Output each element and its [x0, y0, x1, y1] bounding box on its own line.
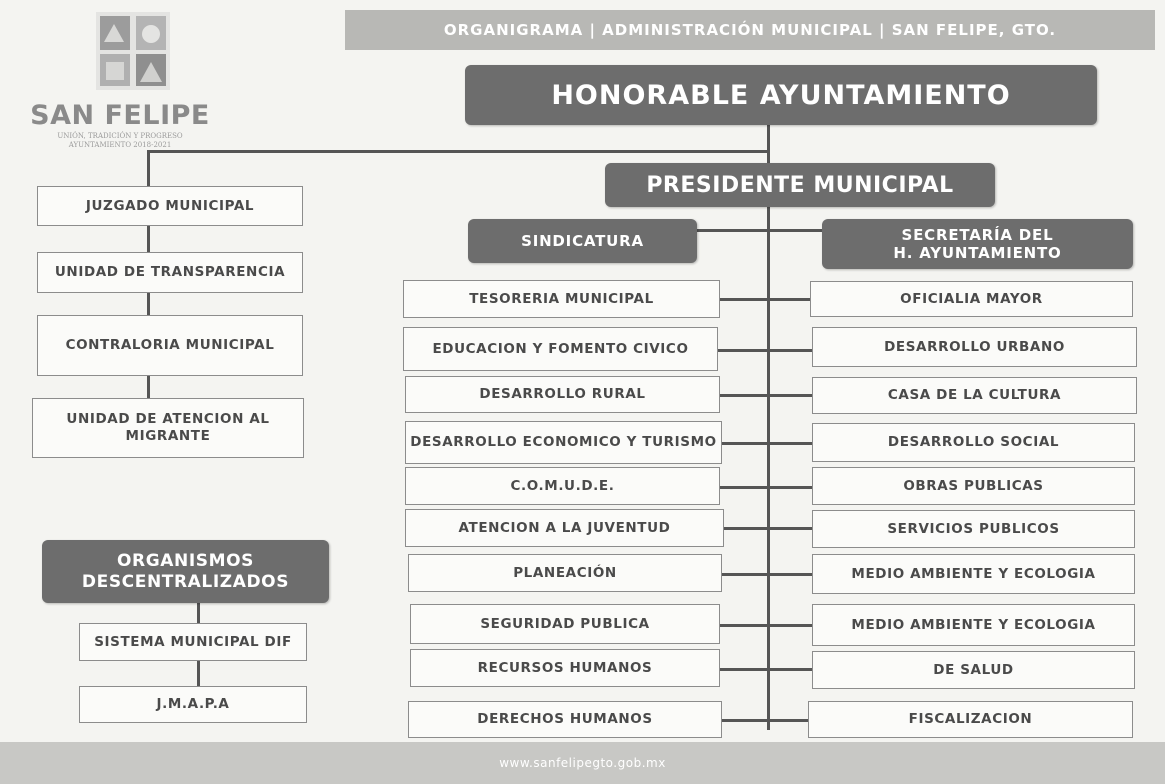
top-horizontal-line [147, 150, 769, 153]
center-unit-label: EDUCACION Y FOMENTO CIVICO [432, 340, 689, 357]
right-unit-box: MEDIO AMBIENTE Y ECOLOGIA [812, 604, 1135, 646]
honorable-ayuntamiento-box: HONORABLE AYUNTAMIENTO [465, 65, 1097, 125]
right-unit-label: CASA DE LA CULTURA [887, 387, 1062, 403]
left-unit-label: UNIDAD DE TRANSPARENCIA [54, 264, 286, 280]
logo-subtitle: UNIÓN, TRADICIÓN Y PROGRESO AYUNTAMIENTO… [50, 132, 190, 150]
center-unit-label: DESARROLLO ECONOMICO Y TURISMO [410, 434, 717, 450]
right-unit-label: MEDIO AMBIENTE Y ECOLOGIA [851, 565, 1096, 582]
center-unit-box: EDUCACION Y FOMENTO CIVICO [403, 327, 718, 371]
right-unit-label: OFICIALIA MAYOR [900, 290, 1043, 307]
row-connector [720, 394, 812, 397]
footer-url: www.sanfelipegto.gob.mx [499, 756, 666, 770]
row-connector [722, 719, 808, 722]
center-unit-box: TESORERIA MUNICIPAL [403, 280, 720, 318]
center-unit-label: DERECHOS HUMANOS [477, 711, 653, 727]
center-unit-box: RECURSOS HUMANOS [410, 649, 720, 687]
center-unit-box: DERECHOS HUMANOS [408, 701, 722, 738]
left-unit-box: JUZGADO MUNICIPAL [37, 186, 303, 226]
row-connector [720, 624, 812, 627]
row-connector [720, 486, 812, 489]
organismos-header-box: ORGANISMOS DESCENTRALIZADOS [42, 540, 329, 603]
right-unit-label: MEDIO AMBIENTE Y ECOLOGIA [851, 616, 1096, 633]
logo-motto: UNIÓN, TRADICIÓN Y PROGRESO [57, 132, 183, 140]
sindicatura-label: SINDICATURA [521, 232, 644, 250]
left-link-line [147, 293, 150, 315]
sindicatura-link-line [695, 229, 769, 232]
organismos-title: ORGANISMOS DESCENTRALIZADOS [81, 550, 290, 592]
row-connector [724, 527, 812, 530]
organismo-box: SISTEMA MUNICIPAL DIF [79, 623, 307, 661]
center-unit-box: C.O.M.U.D.E. [405, 467, 720, 505]
center-unit-box: ATENCION A LA JUVENTUD [405, 509, 724, 547]
row-connector [720, 668, 812, 671]
secretaria-link-line [769, 229, 824, 232]
right-unit-box: OBRAS PUBLICAS [812, 467, 1135, 505]
right-unit-label: DESARROLLO URBANO [884, 338, 1065, 355]
center-unit-label: RECURSOS HUMANOS [477, 659, 653, 676]
left-unit-label: CONTRALORIA MUNICIPAL [65, 337, 275, 353]
secretaria-label-line-2: H. AYUNTAMIENTO [893, 244, 1062, 262]
header-banner: ORGANIGRAMA | ADMINISTRACIÓN MUNICIPAL |… [345, 10, 1155, 50]
right-unit-box: DESARROLLO SOCIAL [812, 423, 1135, 462]
row-connector [718, 349, 812, 352]
right-unit-label: SERVICIOS PUBLICOS [887, 520, 1060, 537]
center-unit-box: PLANEACIÓN [408, 554, 722, 592]
right-unit-box: FISCALIZACION [808, 701, 1133, 738]
right-unit-box: DE SALUD [812, 651, 1135, 689]
center-unit-box: DESARROLLO ECONOMICO Y TURISMO [405, 421, 722, 464]
row-connector [720, 298, 812, 301]
center-unit-box: DESARROLLO RURAL [405, 376, 720, 413]
left-link-line [147, 226, 150, 252]
center-unit-label: SEGURIDAD PUBLICA [480, 615, 650, 632]
right-unit-box: CASA DE LA CULTURA [812, 377, 1137, 414]
center-unit-label: PLANEACIÓN [513, 564, 617, 581]
right-unit-box: SERVICIOS PUBLICOS [812, 510, 1135, 548]
organismos-link-line [197, 603, 200, 623]
logo-period: AYUNTAMIENTO 2018-2021 [68, 141, 172, 149]
right-unit-box: OFICIALIA MAYOR [810, 281, 1133, 317]
logo: SAN FELIPE UNIÓN, TRADICIÓN Y PROGRESO A… [30, 12, 230, 152]
left-drop-line [147, 150, 150, 186]
left-unit-box: CONTRALORIA MUNICIPAL [37, 315, 303, 376]
right-unit-box: MEDIO AMBIENTE Y ECOLOGIA [812, 554, 1135, 594]
organismo-label: J.M.A.P.A [156, 696, 230, 712]
left-unit-box: UNIDAD DE ATENCION AL MIGRANTE [32, 398, 304, 458]
right-unit-label: DE SALUD [933, 661, 1014, 678]
honorable-ayuntamiento-label: HONORABLE AYUNTAMIENTO [551, 79, 1011, 111]
right-unit-box: DESARROLLO URBANO [812, 327, 1137, 367]
left-unit-label: UNIDAD DE ATENCION AL MIGRANTE [66, 411, 270, 444]
logo-title: SAN FELIPE [30, 100, 210, 131]
right-unit-label: OBRAS PUBLICAS [903, 477, 1044, 494]
row-connector [722, 442, 812, 445]
center-unit-label: TESORERIA MUNICIPAL [469, 290, 654, 307]
sindicatura-box: SINDICATURA [468, 219, 697, 263]
center-unit-label: DESARROLLO RURAL [479, 386, 646, 402]
row-connector [722, 573, 812, 576]
left-link-line [147, 376, 150, 398]
secretaria-label-line-1: SECRETARÍA DEL [901, 226, 1054, 244]
organismo-box: J.M.A.P.A [79, 686, 307, 723]
footer-bar: www.sanfelipegto.gob.mx [0, 742, 1165, 784]
secretaria-box: SECRETARÍA DEL H. AYUNTAMIENTO [822, 219, 1133, 269]
presidente-municipal-label: PRESIDENTE MUNICIPAL [646, 172, 954, 198]
presidente-municipal-box: PRESIDENTE MUNICIPAL [605, 163, 995, 207]
center-unit-label: ATENCION A LA JUVENTUD [458, 519, 671, 536]
center-unit-box: SEGURIDAD PUBLICA [410, 604, 720, 644]
center-unit-label: C.O.M.U.D.E. [510, 477, 615, 494]
right-unit-label: DESARROLLO SOCIAL [887, 434, 1060, 450]
left-unit-label: JUZGADO MUNICIPAL [85, 197, 255, 214]
organismo-label: SISTEMA MUNICIPAL DIF [94, 633, 292, 650]
left-unit-box: UNIDAD DE TRANSPARENCIA [37, 252, 303, 293]
organismos-link-line [197, 661, 200, 686]
right-unit-label: FISCALIZACION [908, 711, 1033, 727]
main-vertical-line [767, 120, 770, 730]
logo-emblem-icon [96, 12, 170, 90]
